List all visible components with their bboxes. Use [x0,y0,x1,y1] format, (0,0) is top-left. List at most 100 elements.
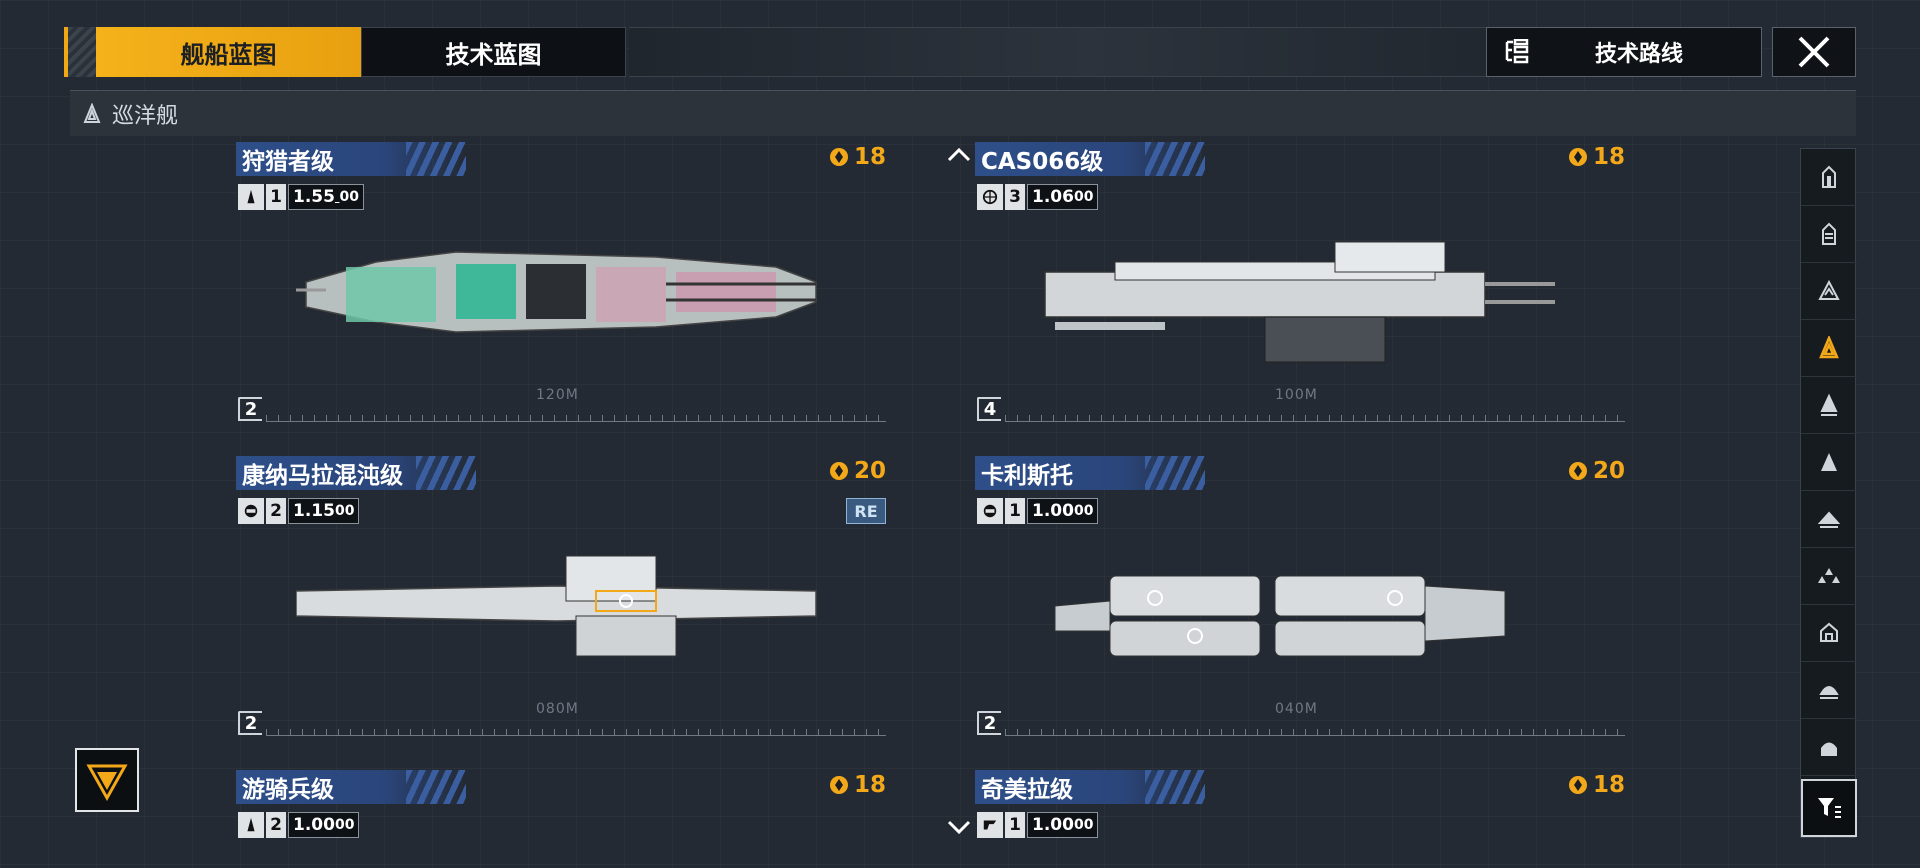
ship-cost: 20 [828,458,886,484]
nav-item-class-9[interactable] [1801,605,1857,662]
ship-cost: 18 [828,772,886,798]
ship-image [1044,241,1555,363]
brand-icon [977,812,1003,838]
ship-cost-value: 18 [853,772,886,798]
ship-title-bar: 卡利斯托 [975,456,1205,490]
ship-cost-value: 18 [1592,772,1625,798]
cost-icon [829,148,848,166]
ship-name: CAS066级 [981,149,1104,175]
nav-item-class-10[interactable] [1801,662,1857,719]
tree-icon [1487,27,1547,77]
ship-cost: 18 [828,144,886,170]
ship-image [1054,575,1506,657]
shield-icon [977,498,1003,524]
nav-item-class-7[interactable] [1801,491,1857,548]
nav-item-class-5[interactable] [1801,377,1857,434]
ship-tier: 2 [266,812,286,838]
category-bar: 巡洋舰 [70,90,1856,136]
ship-cost-value: 20 [1592,458,1625,484]
ship-name: 游骑兵级 [242,777,334,803]
cruiser-icon [1819,336,1839,359]
close-button[interactable] [1772,27,1856,77]
ship-name: 狩猎者级 [242,149,334,175]
ship-class-icon [1819,686,1839,699]
cost-icon [1568,462,1587,480]
ship-image [296,251,817,333]
close-icon [1798,36,1830,68]
nav-item-cruiser[interactable] [1801,320,1857,377]
length-ruler [1005,724,1625,736]
jet-icon [238,812,264,838]
chevron-down-icon[interactable] [947,820,971,836]
ship-name: 卡利斯托 [981,463,1073,489]
ship-length: 120M [536,387,579,403]
ship-title-bar: 奇美拉级 [975,770,1205,804]
jet-icon [238,184,264,210]
ship-cost-value: 18 [1592,144,1625,170]
ship-class-nav [1800,148,1857,838]
faction-emblem[interactable] [75,748,139,812]
tab-accent [64,27,96,77]
emblem-icon [86,764,128,802]
ship-cost: 20 [1567,458,1625,484]
ship-title-bar: CAS066级 [975,142,1205,176]
ship-class-icon [1820,622,1838,642]
re-badge: RE [846,498,886,524]
ship-cost: 18 [1567,144,1625,170]
ship-count: 4 [977,397,1001,421]
ship-name: 奇美拉级 [981,777,1073,803]
globe-icon [977,184,1003,210]
nav-item-class-1[interactable] [1801,149,1857,206]
ship-card[interactable]: 狩猎者级 18 1 1.55 00 120M 2 [236,142,886,442]
nav-item-class-6[interactable] [1801,434,1857,491]
cost-icon [829,462,848,480]
ship-class-icon [1821,453,1837,471]
chevron-up-icon[interactable] [947,146,971,162]
ship-name: 康纳马拉混沌级 [242,463,403,489]
ship-length: 080M [536,701,579,717]
nav-item-class-2[interactable] [1801,206,1857,263]
ship-cost-value: 20 [853,458,886,484]
ship-count: 2 [238,397,262,421]
shield-icon [238,498,264,524]
ship-count: 2 [977,711,1001,735]
cost-icon [829,776,848,794]
nav-item-class-8[interactable] [1801,548,1857,605]
tab-group: 舰船蓝图 技术蓝图 [64,27,626,77]
cruiser-icon [83,102,101,123]
tab-tech-blueprint[interactable]: 技术蓝图 [361,27,626,77]
tech-route-label: 技术路线 [1594,42,1683,67]
ship-title-bar: 游骑兵级 [236,770,466,804]
top-bar-strip [629,27,1549,77]
ship-stats: 1 1.55 00 [238,184,364,210]
filter-icon [1818,798,1841,818]
tech-route-button[interactable]: 技术路线 [1486,27,1762,77]
filter-button[interactable] [1801,779,1857,837]
ship-value: 1.55 00 [288,184,364,210]
ship-tier: 1 [1005,812,1025,838]
nav-item-class-11[interactable] [1801,719,1857,776]
nav-item-class-3[interactable] [1801,263,1857,320]
ship-cost-value: 18 [853,144,886,170]
tab-ship-blueprint[interactable]: 舰船蓝图 [96,27,361,77]
ship-tier: 1 [1005,498,1025,524]
cost-icon [1568,148,1587,166]
ship-length: 100M [1275,387,1318,403]
ship-class-icon [1820,393,1838,416]
length-ruler [266,724,886,736]
ship-title-bar: 康纳马拉混沌级 [236,456,476,490]
top-bar: 舰船蓝图 技术蓝图 技术路线 [64,27,1856,77]
ship-class-icon [1818,568,1840,583]
